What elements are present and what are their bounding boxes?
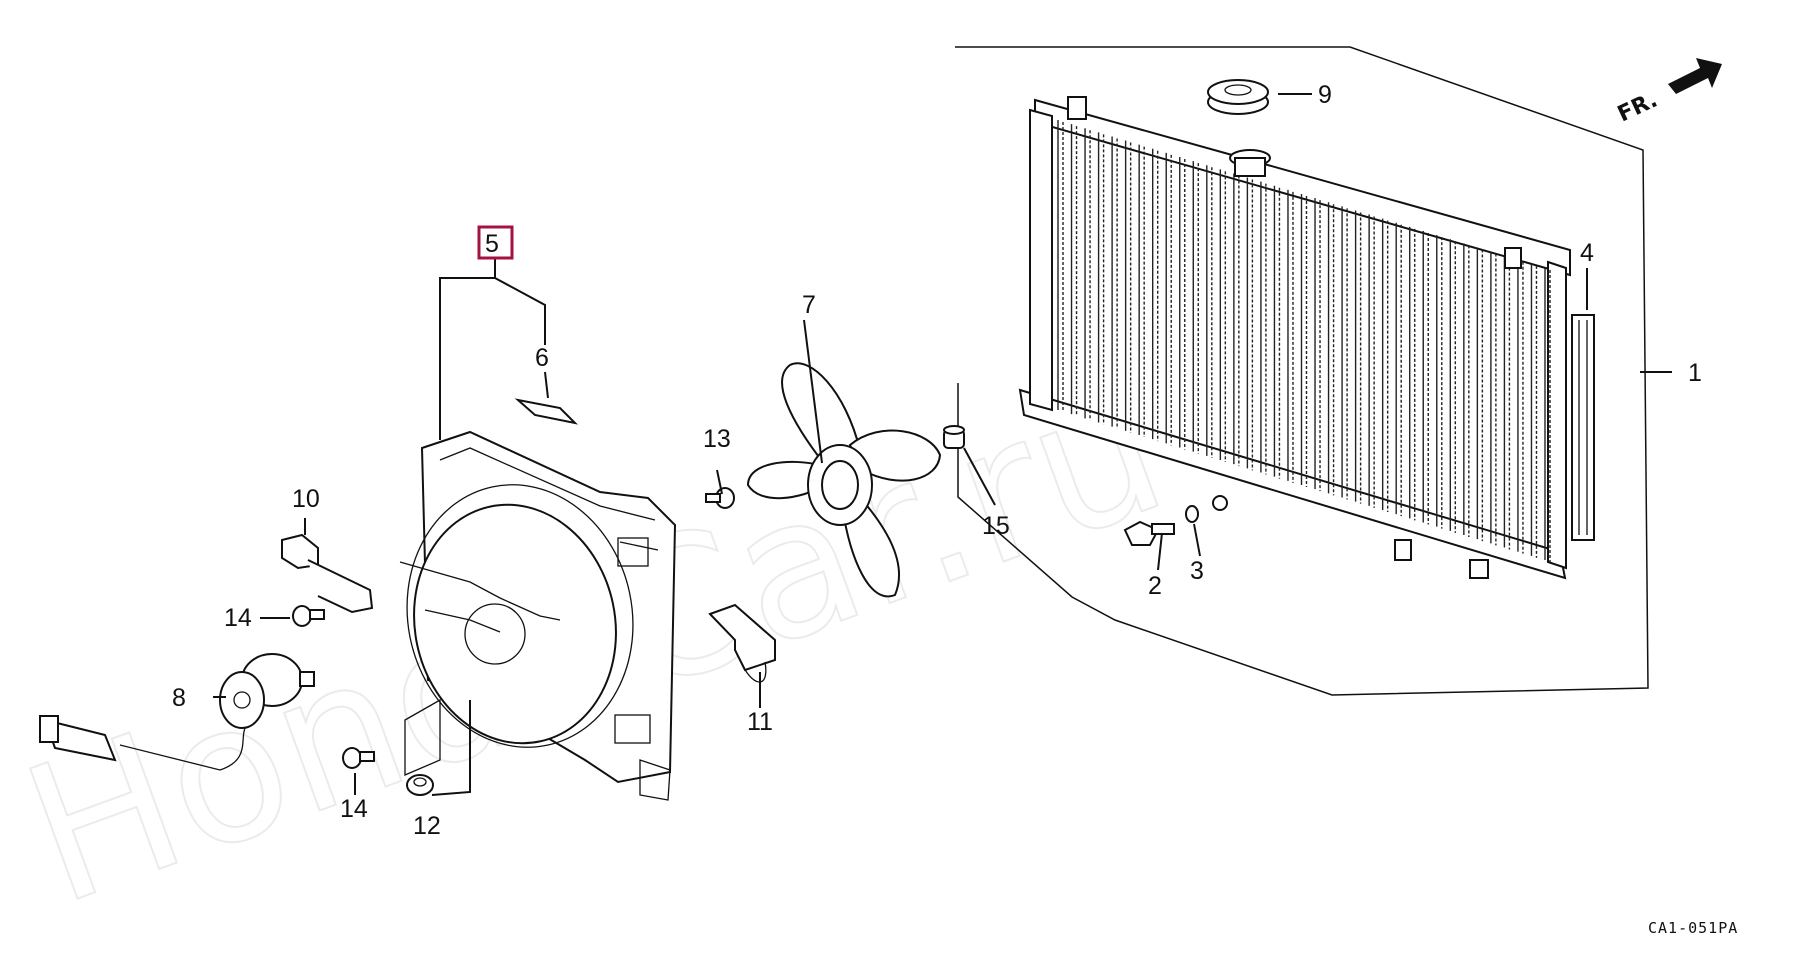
callout-2: 2 [1148, 572, 1162, 600]
drain-washer [1185, 505, 1199, 523]
callout-6: 6 [535, 344, 549, 372]
callout-5-highlight-box [477, 225, 514, 260]
shroud-bolt-lower [342, 747, 375, 769]
callout-8: 8 [172, 684, 186, 712]
flange-nut [406, 774, 434, 796]
front-direction-indicator: FR. [1614, 58, 1722, 127]
shroud-bolt-upper [705, 487, 735, 509]
drain-plug [1123, 520, 1175, 546]
callout-11: 11 [747, 708, 773, 736]
fan-motor [39, 653, 315, 771]
callout-15: 15 [982, 512, 1010, 540]
callout-13: 13 [703, 425, 731, 453]
shroud-bolt-left [292, 605, 325, 627]
upper-mount-cushion [943, 425, 965, 449]
direction-label: FR. [1614, 88, 1661, 128]
wire-harness-clip [708, 603, 776, 683]
radiator-side-insulator [1571, 314, 1595, 541]
callout-14-left: 14 [224, 604, 252, 632]
radiator-core-fins [1057, 120, 1551, 562]
direction-arrow-icon [1668, 58, 1722, 94]
callout-10: 10 [292, 485, 320, 513]
callout-4: 4 [1580, 239, 1594, 267]
callout-14-lower: 14 [340, 795, 368, 823]
radiator [1018, 96, 1571, 580]
cooling-fan [746, 362, 942, 598]
fan-shroud [399, 430, 677, 801]
callout-12: 12 [413, 812, 441, 840]
radiator-cap [1207, 79, 1269, 115]
leader-lines [213, 93, 1672, 796]
callout-3: 3 [1190, 557, 1204, 585]
callout-1: 1 [1688, 359, 1702, 387]
radiator-assembly-outline [955, 46, 1649, 696]
shroud-label [514, 398, 579, 425]
callout-5: 5 [485, 230, 499, 258]
diagram-code: CA1-051PA [1648, 919, 1738, 937]
callout-7: 7 [802, 291, 816, 319]
upper-shroud-bracket [281, 533, 374, 614]
callout-9: 9 [1318, 81, 1332, 109]
